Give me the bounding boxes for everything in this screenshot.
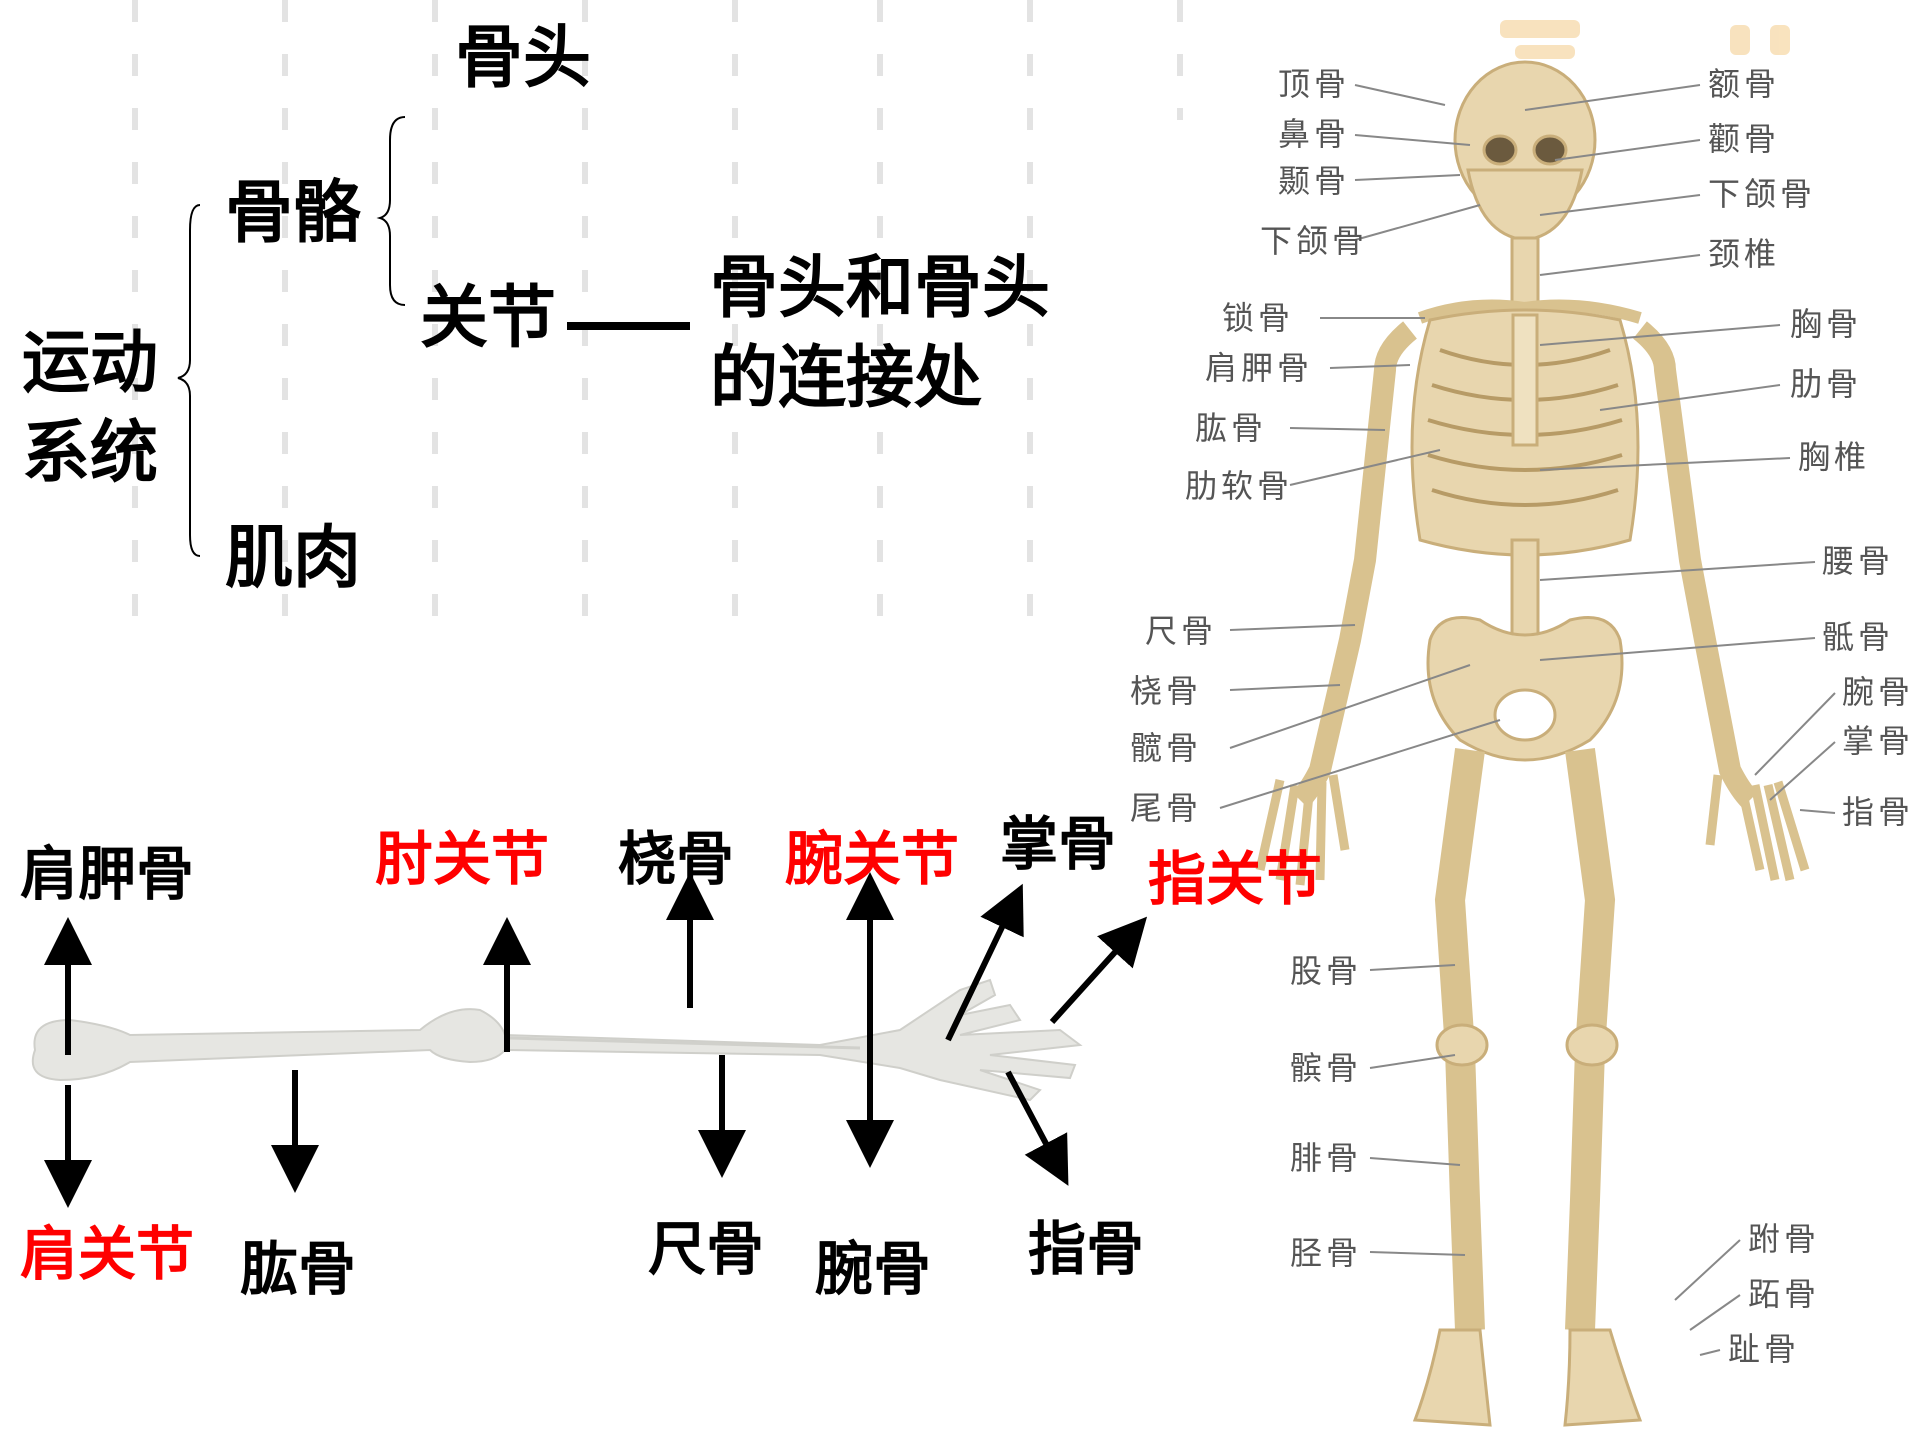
arrow-phalanges bbox=[1005, 1070, 1069, 1186]
arm-label-radius: 桡骨 bbox=[618, 825, 735, 893]
arm-label-wrist-joint: 腕关节 bbox=[785, 825, 960, 893]
skeleton-label-right: 腰骨 bbox=[1822, 542, 1895, 580]
skeleton-label-right: 趾骨 bbox=[1728, 1330, 1801, 1368]
skeleton-label-left: 尾骨 bbox=[1130, 789, 1203, 827]
skeleton-label-left: 下颌骨 bbox=[1260, 222, 1369, 260]
joint-definition-line1: 骨头和骨头 bbox=[710, 249, 1051, 328]
skeleton-label-left: 颞骨 bbox=[1278, 162, 1351, 200]
arm-label-carpal: 腕骨 bbox=[815, 1235, 932, 1303]
motor-system-line2: 系统 bbox=[22, 414, 159, 493]
skeleton-label-right: 跗骨 bbox=[1748, 1220, 1821, 1258]
skeleton-label-right: 颧骨 bbox=[1708, 120, 1781, 158]
arm-label-ulna: 尺骨 bbox=[648, 1215, 765, 1283]
joint-definition-line2: 的连接处 bbox=[710, 339, 983, 418]
motor-system-line1: 运动 bbox=[22, 324, 159, 403]
watermark bbox=[1500, 20, 1790, 59]
arm-label-elbow-joint: 肘关节 bbox=[375, 825, 550, 893]
bone-label: 骨头 bbox=[455, 19, 592, 98]
muscle-label: 肌肉 bbox=[225, 519, 362, 598]
skeleton-label-right: 跖骨 bbox=[1748, 1275, 1821, 1313]
arm-label-phalanges: 指骨 bbox=[1028, 1215, 1145, 1283]
skeleton-label-left: 腓骨 bbox=[1290, 1139, 1363, 1177]
skeleton-label-left: 肋软骨 bbox=[1185, 467, 1294, 505]
skeleton-label-right: 掌骨 bbox=[1842, 722, 1915, 760]
skeleton-label-left: 顶骨 bbox=[1278, 65, 1351, 103]
background-grid bbox=[132, 0, 1183, 640]
skeleton-label-left: 锁骨 bbox=[1222, 299, 1295, 337]
skeleton-label-right: 胸椎 bbox=[1798, 438, 1871, 476]
skeleton-label-right: 骶骨 bbox=[1822, 618, 1895, 656]
skeleton-label-right: 肋骨 bbox=[1790, 365, 1863, 403]
arm-label-finger-joint: 指关节 bbox=[1148, 845, 1323, 913]
arm-bones bbox=[31, 978, 1083, 1102]
skeleton-label-left: 髌骨 bbox=[1290, 1049, 1363, 1087]
brace-large bbox=[177, 204, 201, 557]
skeleton-label-right: 额骨 bbox=[1708, 65, 1781, 103]
skeleton-label-left: 髋骨 bbox=[1130, 729, 1203, 767]
skeleton-label-left: 肱骨 bbox=[1195, 409, 1268, 447]
skeleton-label-left: 尺骨 bbox=[1145, 612, 1218, 650]
skeleton-figure bbox=[1255, 60, 1810, 1427]
skeleton-label-right: 颈椎 bbox=[1708, 235, 1781, 273]
arm-arrows bbox=[44, 872, 1148, 1208]
arrow-finger-joint bbox=[1049, 916, 1148, 1025]
arm-label-metacarpal: 掌骨 bbox=[1000, 810, 1117, 878]
skeleton-label-right: 腕骨 bbox=[1842, 673, 1915, 711]
skeleton-label-left: 肩胛骨 bbox=[1205, 349, 1314, 387]
arm-label-shoulder-joint: 肩关节 bbox=[20, 1220, 195, 1288]
skeleton-label-right: 指骨 bbox=[1842, 793, 1915, 831]
skeleton-label-left: 鼻骨 bbox=[1278, 115, 1351, 153]
arrow-metacarpal bbox=[945, 883, 1024, 1042]
skeleton-label-right: 下颌骨 bbox=[1708, 175, 1817, 213]
arm-label-scapula: 肩胛骨 bbox=[20, 840, 195, 908]
skeleton-label: 骨骼 bbox=[225, 174, 362, 253]
brace-small bbox=[376, 116, 406, 306]
skeleton-leader-lines bbox=[1219, 84, 1836, 1356]
skeleton-label-left: 股骨 bbox=[1290, 952, 1363, 990]
joint-label: 关节 bbox=[420, 279, 557, 358]
arm-label-humerus: 肱骨 bbox=[240, 1235, 357, 1303]
skeleton-label-left: 胫骨 bbox=[1290, 1234, 1363, 1272]
skeleton-label-left: 桡骨 bbox=[1130, 672, 1203, 710]
skeleton-label-right: 胸骨 bbox=[1790, 305, 1863, 343]
